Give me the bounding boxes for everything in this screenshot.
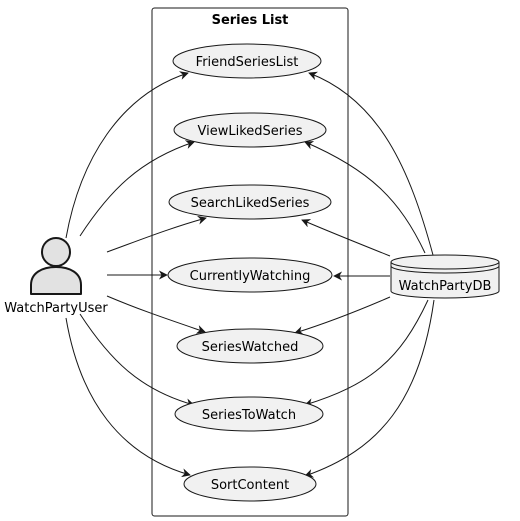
connector-user-series-watched — [106, 295, 206, 334]
database-icon — [390, 254, 500, 299]
user-icon — [30, 237, 82, 295]
use-case-label: SeriesToWatch — [202, 408, 296, 423]
connector-db-search-liked-series — [301, 219, 391, 257]
connector-user-series-to-watch — [79, 313, 195, 408]
actor-watch-party-user[interactable]: WatchPartyUser — [4, 237, 108, 316]
connector-db-series-watched — [294, 296, 391, 335]
use-case-currently-watching[interactable]: CurrentlyWatching — [167, 257, 333, 293]
connector-user-sort-content — [65, 317, 191, 478]
connector-db-sort-content — [304, 299, 435, 478]
use-case-label: SortContent — [211, 478, 289, 493]
use-case-label: ViewLikedSeries — [198, 124, 303, 139]
connector-db-friend-series-list — [308, 71, 434, 256]
connector-db-series-to-watch — [304, 299, 429, 407]
database-watch-party-db[interactable]: WatchPartyDB — [390, 254, 500, 299]
db-connectors — [294, 71, 435, 478]
use-case-search-liked-series[interactable]: SearchLikedSeries — [168, 184, 332, 220]
actor-connectors — [65, 71, 207, 478]
use-cases: FriendSeriesList ViewLikedSeries SearchL… — [167, 43, 333, 502]
use-case-label: SearchLikedSeries — [191, 196, 310, 211]
actor-label: WatchPartyUser — [4, 301, 108, 316]
use-case-label: CurrentlyWatching — [190, 269, 311, 284]
use-case-series-watched[interactable]: SeriesWatched — [176, 328, 324, 364]
connector-user-friend-series-list — [65, 71, 189, 239]
boundary-title: Series List — [212, 13, 289, 28]
use-case-label: FriendSeriesList — [196, 55, 299, 70]
connector-user-view-liked-series — [79, 140, 195, 237]
use-case-sort-content[interactable]: SortContent — [183, 466, 317, 502]
use-case-view-liked-series[interactable]: ViewLikedSeries — [173, 112, 327, 148]
use-case-label: SeriesWatched — [202, 340, 299, 355]
system-boundary: Series List — [151, 7, 349, 517]
use-case-series-to-watch[interactable]: SeriesToWatch — [174, 396, 324, 432]
connector-db-view-liked-series — [304, 141, 426, 254]
database-label: WatchPartyDB — [399, 279, 492, 294]
use-case-friend-series-list[interactable]: FriendSeriesList — [172, 43, 322, 79]
connector-user-search-liked-series — [106, 215, 207, 253]
